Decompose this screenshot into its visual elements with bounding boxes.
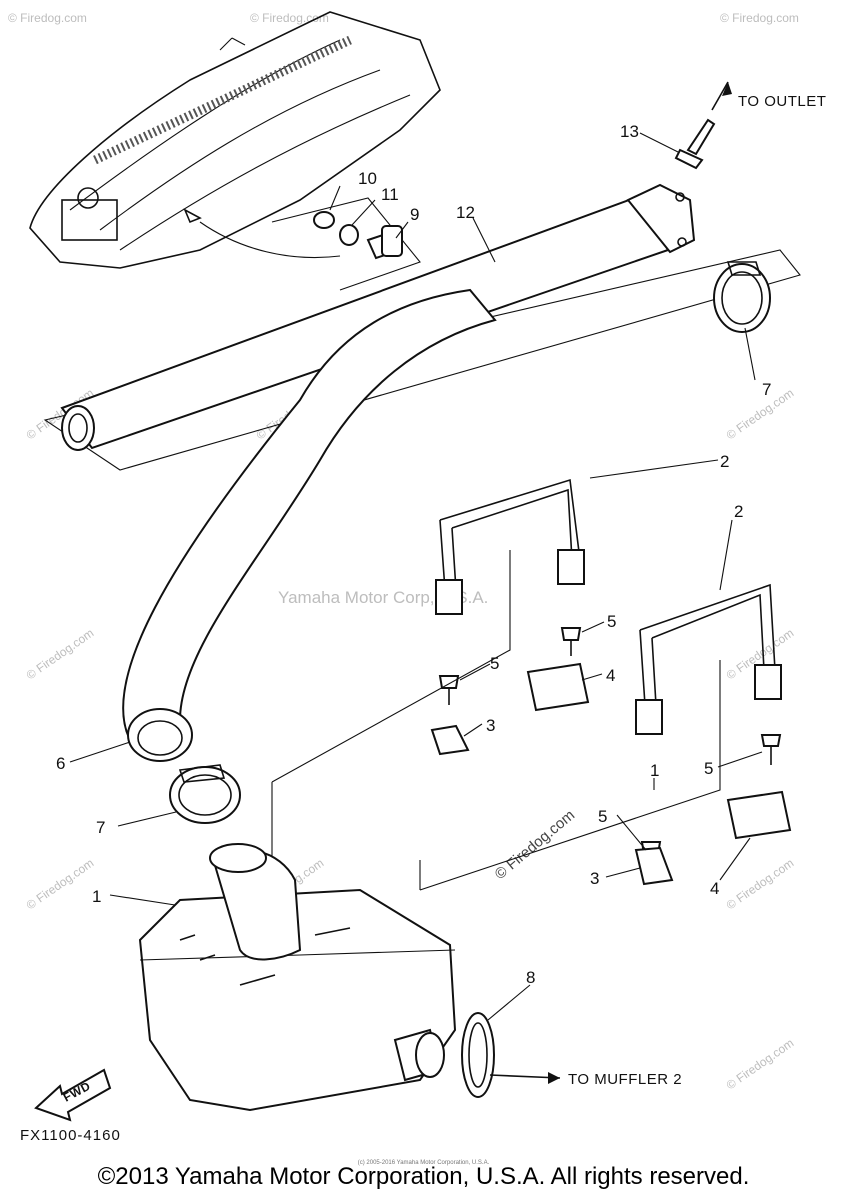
band-2-left <box>435 478 585 615</box>
to-outlet-label: TO OUTLET <box>738 93 826 110</box>
callout-leaders <box>69 132 763 1021</box>
hose-6 <box>122 288 497 762</box>
bolt-13 <box>674 81 732 170</box>
hose-clamp-7-lower <box>169 764 241 824</box>
callout-5-d: 5 <box>598 807 607 826</box>
copyright-footer: ©2013 Yamaha Motor Corporation, U.S.A. A… <box>97 1163 750 1190</box>
hose-12 <box>43 183 801 471</box>
watermark: © Firedog.com <box>8 11 87 25</box>
callout-4-upper: 4 <box>606 666 615 685</box>
watermark: © Firedog.com <box>24 626 97 683</box>
callout-2-left: 2 <box>720 452 729 471</box>
watermark: © Firedog.com <box>724 1036 797 1093</box>
hose-clamp-8 <box>461 1012 495 1098</box>
bracket-3-upper <box>430 724 470 756</box>
watermark: © Firedog.com <box>724 856 797 913</box>
callout-9: 9 <box>410 205 419 224</box>
to-muffler-label: TO MUFFLER 2 <box>568 1071 682 1088</box>
fwd-arrow-icon: FWD <box>34 1068 112 1122</box>
fitting-group-9-10-11 <box>271 197 421 291</box>
watermark: © Firedog.com <box>720 11 799 25</box>
callout-12: 12 <box>456 203 475 222</box>
mount-hardware <box>430 627 792 886</box>
watermark: © Firedog.com <box>24 856 97 913</box>
callout-1-small: 1 <box>650 761 659 780</box>
callout-11: 11 <box>381 185 399 204</box>
callout-8: 8 <box>526 968 535 987</box>
tiny-copyright: (c) 2005-2016 Yamaha Motor Corporation, … <box>357 1160 490 1166</box>
callout-4-lower: 4 <box>710 879 719 898</box>
callout-5-c: 5 <box>704 759 713 778</box>
callout-3-upper: 3 <box>486 716 495 735</box>
rubber-4-upper <box>526 662 590 712</box>
rubber-4-lower <box>726 790 792 840</box>
callout-13: 13 <box>620 122 639 141</box>
callout-7-upper: 7 <box>762 380 771 399</box>
washer-11 <box>339 224 359 246</box>
nut-10 <box>313 211 335 229</box>
callout-5-b: 5 <box>490 654 499 673</box>
outlet-flange <box>626 183 696 254</box>
hose-clamp-7-upper <box>713 261 771 333</box>
callout-5-a: 5 <box>607 612 616 631</box>
water-lock-muffler-1 <box>138 843 457 1112</box>
callout-1-muffler: 1 <box>92 887 101 906</box>
bracket-3-lower <box>634 846 674 886</box>
watercraft-hull <box>29 11 441 269</box>
drawing-code: FX1100-4160 <box>20 1127 121 1144</box>
band-2-right <box>635 583 782 735</box>
callout-3-lower: 3 <box>590 869 599 888</box>
hull-fitting <box>183 208 202 224</box>
callout-7-lower: 7 <box>96 818 105 837</box>
callout-2-right: 2 <box>734 502 743 521</box>
watermark-diagonal: © Firedog.com <box>492 807 578 883</box>
callout-6: 6 <box>56 754 65 773</box>
engine-block <box>61 199 118 241</box>
callout-numbers: 13 10 11 9 12 7 2 2 5 5 4 3 6 7 1 5 5 3 … <box>56 122 771 987</box>
watermark: © Firedog.com <box>724 386 797 443</box>
callout-10: 10 <box>358 169 377 188</box>
